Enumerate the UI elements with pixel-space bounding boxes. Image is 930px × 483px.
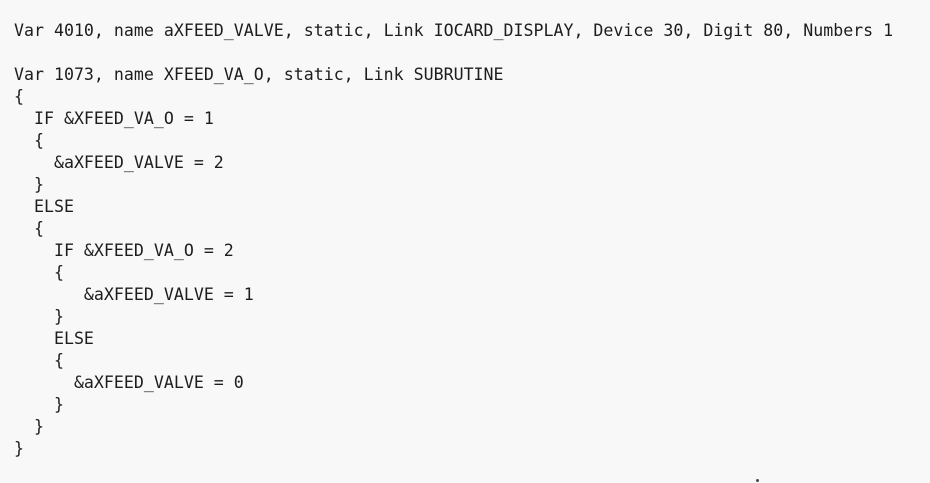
stray-dot-artifact bbox=[756, 479, 759, 482]
sioc-script-listing: Var 4010, name aXFEED_VALVE, static, Lin… bbox=[14, 21, 894, 458]
